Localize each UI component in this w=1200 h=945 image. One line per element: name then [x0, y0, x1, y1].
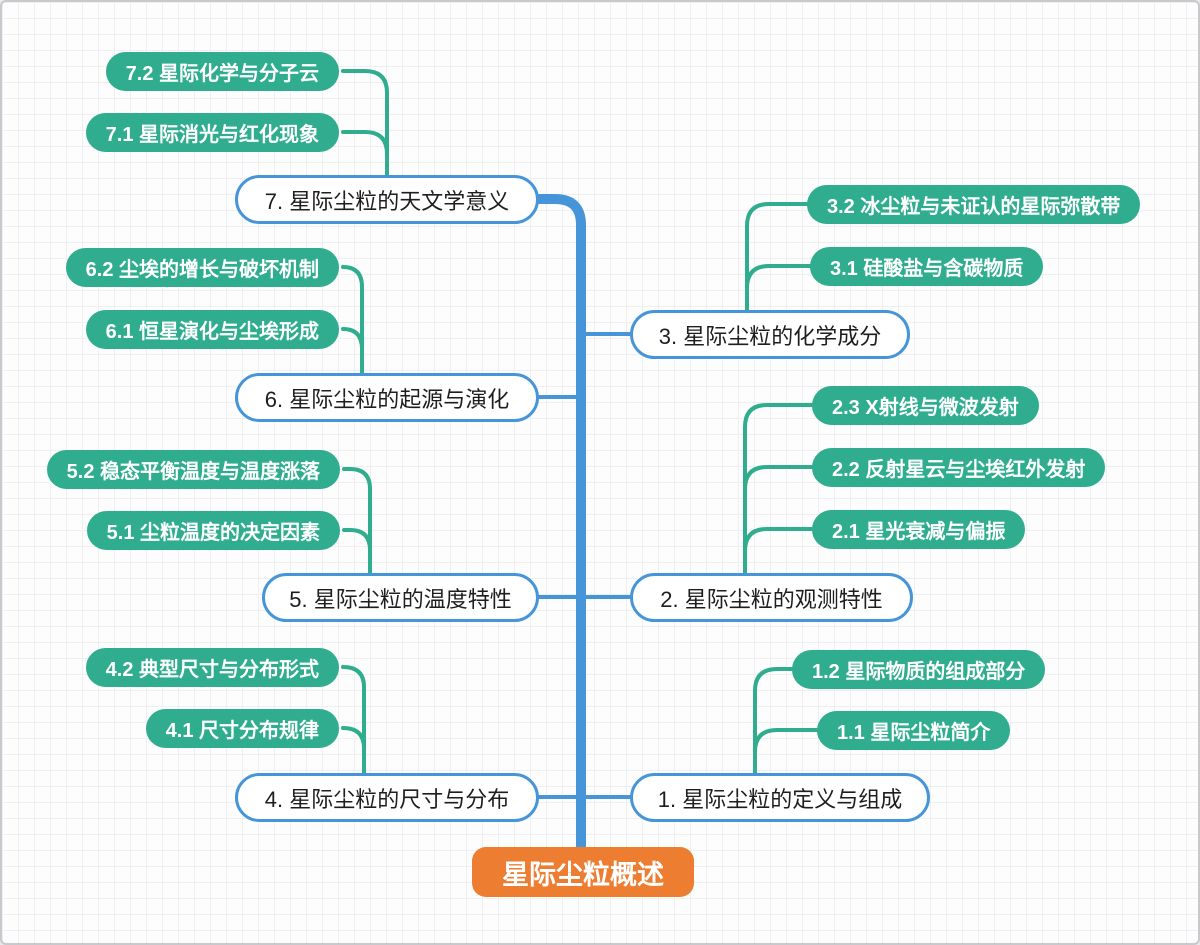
subtopic-node-5-2[interactable]: 5.2 稳态平衡温度与温度涨落	[46, 450, 340, 489]
connector-sub-7-2	[341, 69, 389, 178]
connector-sub-6-1	[341, 327, 364, 376]
subtopic-node-2-2[interactable]: 2.2 反射星云与尘埃红外发射	[812, 448, 1106, 487]
connector-sub-1-1	[753, 728, 821, 776]
branch-node-1[interactable]: 1. 星际尘粒的定义与组成	[630, 773, 930, 822]
subtopic-node-1-1[interactable]: 1.1 星际尘粒简介	[817, 711, 1011, 750]
branch-node-7[interactable]: 7. 星际尘粒的天文学意义	[235, 175, 539, 224]
connector-sub-4-1	[341, 726, 366, 776]
branch-node-4[interactable]: 4. 星际尘粒的尺寸与分布	[235, 773, 539, 822]
branch-node-2[interactable]: 2. 星际尘粒的观测特性	[630, 573, 913, 622]
connector-sub-4-2	[341, 665, 366, 776]
subtopic-node-4-2[interactable]: 4.2 典型尺寸与分布形式	[85, 648, 339, 687]
subtopic-node-2-1[interactable]: 2.1 星光衰减与偏振	[812, 510, 1026, 549]
subtopic-node-7-1[interactable]: 7.1 星际消光与红化现象	[85, 113, 339, 152]
subtopic-node-3-1[interactable]: 3.1 硅酸盐与含碳物质	[810, 247, 1044, 286]
subtopic-node-6-2[interactable]: 6.2 尘埃的增长与破坏机制	[65, 248, 339, 287]
subtopic-node-7-2[interactable]: 7.2 星际化学与分子云	[105, 52, 339, 91]
connector-sub-2-3	[743, 403, 816, 576]
branch-node-3[interactable]: 3. 星际尘粒的化学成分	[630, 310, 910, 359]
trunk-line	[534, 194, 586, 854]
subtopic-node-4-1[interactable]: 4.1 尺寸分布规律	[145, 709, 339, 748]
connector-sub-5-1	[342, 528, 372, 576]
connector-sub-1-2	[753, 667, 796, 776]
subtopic-node-6-1[interactable]: 6.1 恒星演化与尘埃形成	[85, 310, 339, 349]
subtopic-node-1-2[interactable]: 1.2 星际物质的组成部分	[792, 650, 1046, 689]
connector-sub-3-2	[745, 202, 814, 313]
subtopic-node-3-2[interactable]: 3.2 冰尘粒与未证认的星际弥散带	[807, 185, 1141, 224]
subtopic-node-5-1[interactable]: 5.1 尘粒温度的决定因素	[86, 511, 340, 550]
connector-sub-7-1	[341, 130, 389, 178]
branch-node-5[interactable]: 5. 星际尘粒的温度特性	[262, 573, 539, 622]
connector-sub-5-2	[342, 467, 372, 576]
connector-sub-2-1	[743, 527, 816, 576]
connector-sub-2-2	[743, 465, 816, 576]
connector-sub-6-2	[341, 265, 364, 376]
root-node[interactable]: 星际尘粒概述	[472, 847, 694, 897]
connector-sub-3-1	[745, 264, 814, 313]
branch-node-6[interactable]: 6. 星际尘粒的起源与演化	[235, 373, 539, 422]
subtopic-node-2-3[interactable]: 2.3 X射线与微波发射	[812, 386, 1039, 425]
